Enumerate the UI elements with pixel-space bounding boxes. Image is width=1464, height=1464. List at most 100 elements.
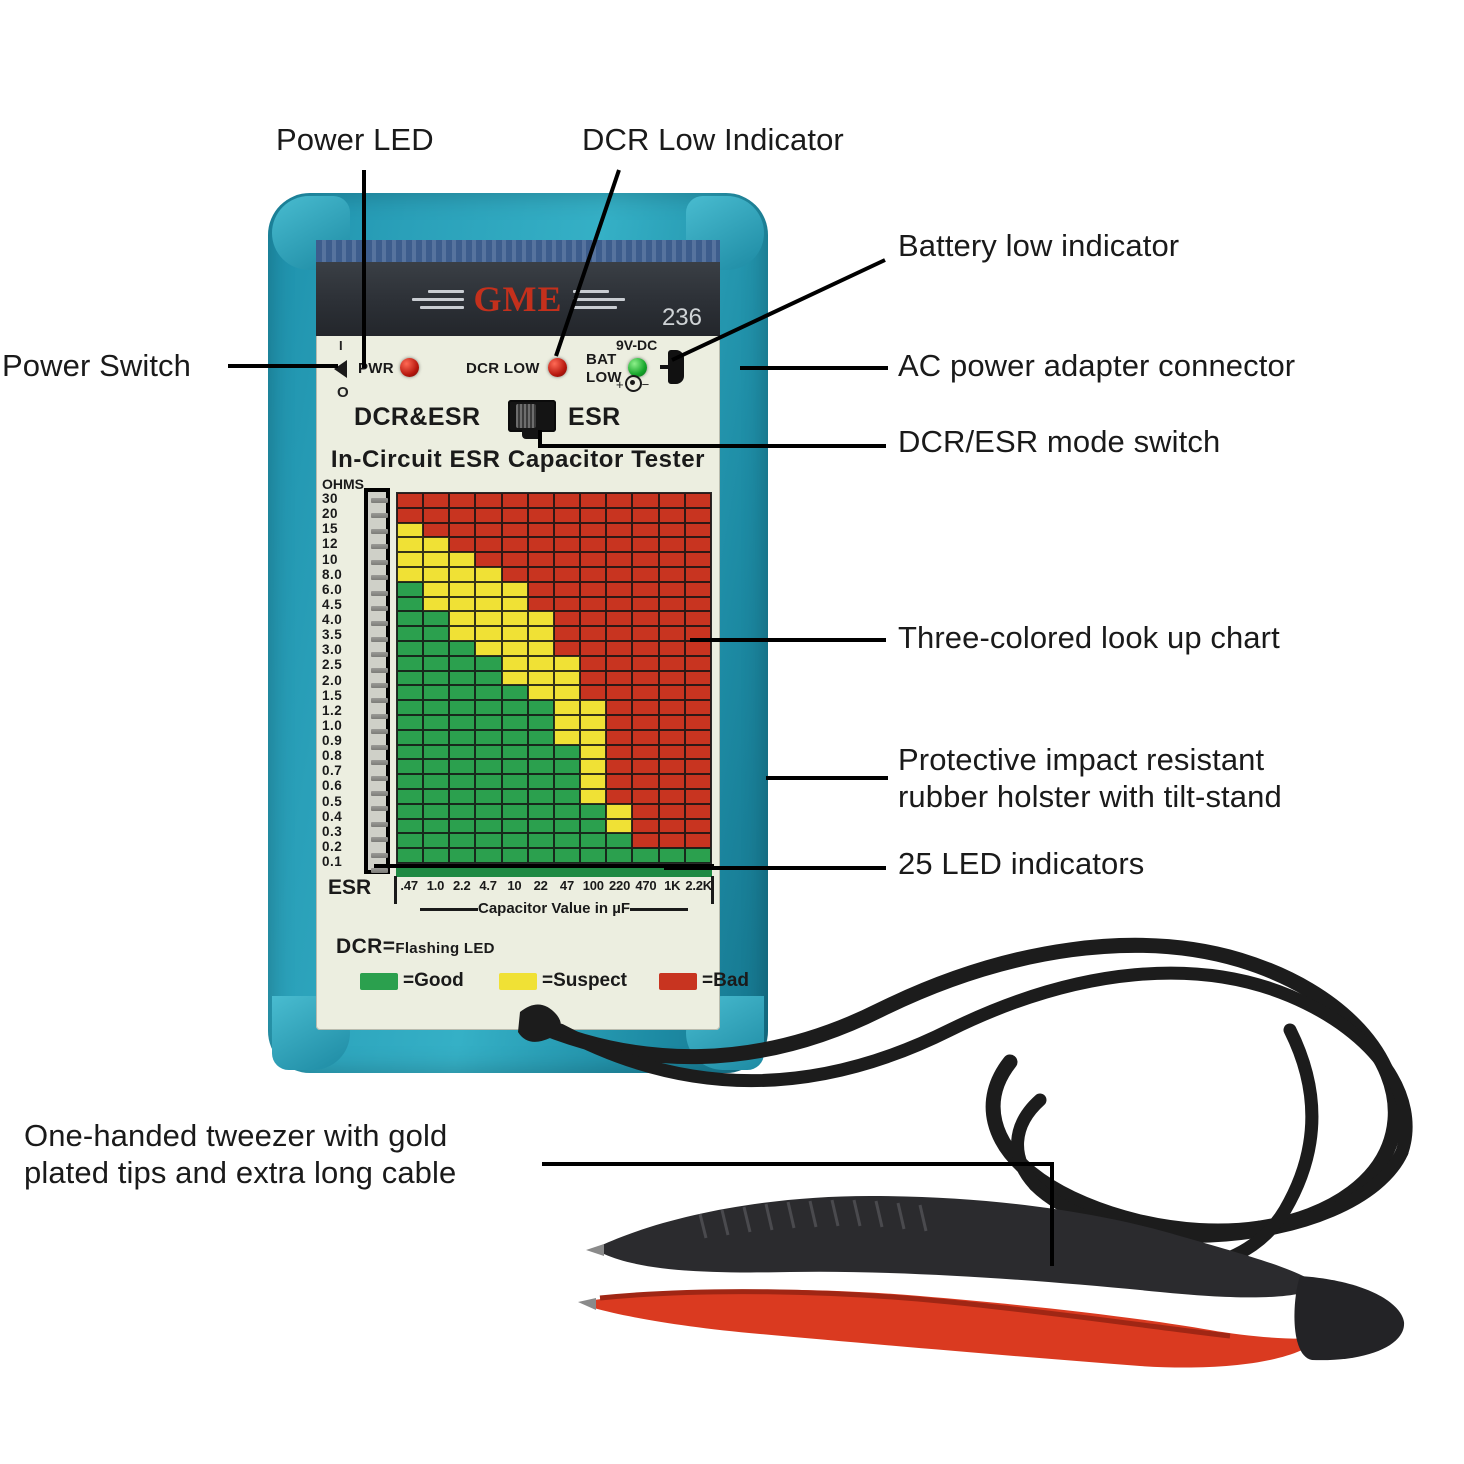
chart-cell-r24-c9 [632,848,659,863]
chart-cell-r12-c10 [658,670,685,686]
chart-cell-r18-c1 [423,759,450,775]
leader-tweezer-vert [1050,1162,1054,1266]
chart-cell-r18-c4 [501,759,528,775]
chart-cell-r0-c10 [658,493,685,508]
legend-swatch-bad [659,972,697,990]
chart-cell-r10-c2 [449,641,476,656]
dc-polarity-icon: +− [616,375,651,392]
chart-cell-r10-c3 [475,641,502,656]
chart-cell-r22-c11 [684,818,711,834]
battery-low-led [628,358,647,377]
chart-cell-r8-c6 [553,611,581,627]
chart-cell-r1-c1 [423,507,450,523]
dcr-esr-mode-switch[interactable] [508,400,556,439]
chart-cell-r18-c3 [475,759,502,775]
label-power-led: Power LED [276,122,434,157]
brand-header-band: GME 236 [316,262,720,336]
chart-cell-r5-c7 [580,567,607,582]
chart-cell-r10-c9 [632,641,659,656]
chart-cell-r7-c6 [553,596,581,612]
chart-cell-r24-c8 [606,848,633,863]
led-indicator-bar [364,488,390,874]
chart-cell-r4-c1 [423,552,450,567]
chart-cell-r24-c7 [580,848,607,863]
chart-cell-r21-c5 [527,803,554,819]
bat-low-label-line2: LOW [586,369,622,386]
chart-cell-r14-c5 [527,700,554,715]
chart-cell-r7-c5 [527,596,554,612]
chart-cell-r22-c2 [449,818,476,834]
label-battery-low-indicator: Battery low indicator [898,228,1180,263]
y-tick-15: 1.0 [322,717,343,733]
chart-cell-r14-c10 [658,700,685,715]
chart-cell-r8-c9 [632,611,659,627]
ac-power-adapter-connector[interactable] [668,350,684,384]
chart-cell-r13-c6 [553,685,581,701]
chart-cell-r17-c9 [632,744,659,760]
led-segment-6 [371,590,388,596]
chart-cell-r21-c0 [397,803,424,819]
chart-cell-r3-c9 [632,537,659,553]
x-axis-bracket [394,876,714,904]
chart-cell-r19-c4 [501,774,528,789]
chart-cell-r14-c1 [423,700,450,715]
chart-cell-r23-c5 [527,833,554,849]
mode-switch-row: DCR&ESR ESR [316,398,720,442]
chart-cell-r24-c1 [423,848,450,863]
chart-cell-r15-c10 [658,715,685,730]
chart-cell-r2-c2 [449,522,476,538]
chart-cell-r24-c0 [397,848,424,863]
chart-cell-r14-c6 [553,700,581,715]
x-axis-caption: Capacitor Value in µF [477,900,630,917]
chart-cell-r6-c8 [606,581,633,597]
chart-cell-r4-c0 [397,552,424,567]
chart-cell-r16-c4 [501,729,528,745]
chart-cell-r12-c9 [632,670,659,686]
probe-cable-lower [985,1054,1268,1239]
chart-cell-r12-c7 [580,670,607,686]
dcr-note-small: Flashing LED [395,940,495,957]
chart-cell-r7-c4 [501,596,528,612]
chart-cell-r13-c9 [632,685,659,701]
y-tick-16: 0.9 [322,733,343,748]
chart-cell-r1-c9 [632,507,659,523]
chart-cell-r20-c1 [423,789,450,804]
power-switch[interactable]: I O [332,338,358,401]
chart-cell-r24-c6 [553,848,581,863]
mode-switch-rocker [516,404,536,428]
chart-cell-r4-c11 [684,552,711,567]
chart-cell-r15-c5 [527,715,554,730]
y-tick-0: 30 [322,491,339,506]
chart-cell-r22-c0 [397,818,424,834]
chart-cell-r15-c3 [475,715,502,730]
chart-cell-r19-c6 [553,774,581,789]
y-tick-10: 3.0 [322,642,343,658]
chart-cell-r6-c7 [580,581,607,597]
legend-swatch-good [360,972,398,990]
label-protective-holster: Protective impact resistant rubber holst… [898,742,1282,814]
power-led [400,358,419,377]
chart-cell-r22-c6 [553,818,581,834]
chart-cell-r15-c8 [606,715,633,730]
chart-cell-r7-c1 [423,596,450,612]
y-tick-17: 0.8 [322,748,343,764]
dcr-low-label: DCR LOW [466,360,540,377]
y-tick-5: 8.0 [322,566,343,582]
chart-cell-r19-c11 [684,774,711,789]
chart-cell-r20-c4 [501,789,528,804]
chart-cell-r16-c0 [397,729,424,745]
chart-cell-r2-c9 [632,522,659,538]
chart-cell-r5-c6 [553,567,581,582]
label-ac-power-adapter-connector: AC power adapter connector [898,348,1296,383]
y-tick-6: 6.0 [322,581,343,597]
chart-cell-r17-c3 [475,744,502,760]
chart-cell-r11-c3 [475,655,502,671]
power-switch-toggle-icon [334,360,347,378]
chart-cell-r23-c10 [658,833,685,849]
chart-cell-r13-c3 [475,685,502,701]
chart-cell-r8-c8 [606,611,633,627]
chart-cell-r14-c7 [580,700,607,715]
top-trim-strip [316,240,720,262]
chart-cell-r21-c11 [684,803,711,819]
chart-cell-r17-c8 [606,744,633,760]
